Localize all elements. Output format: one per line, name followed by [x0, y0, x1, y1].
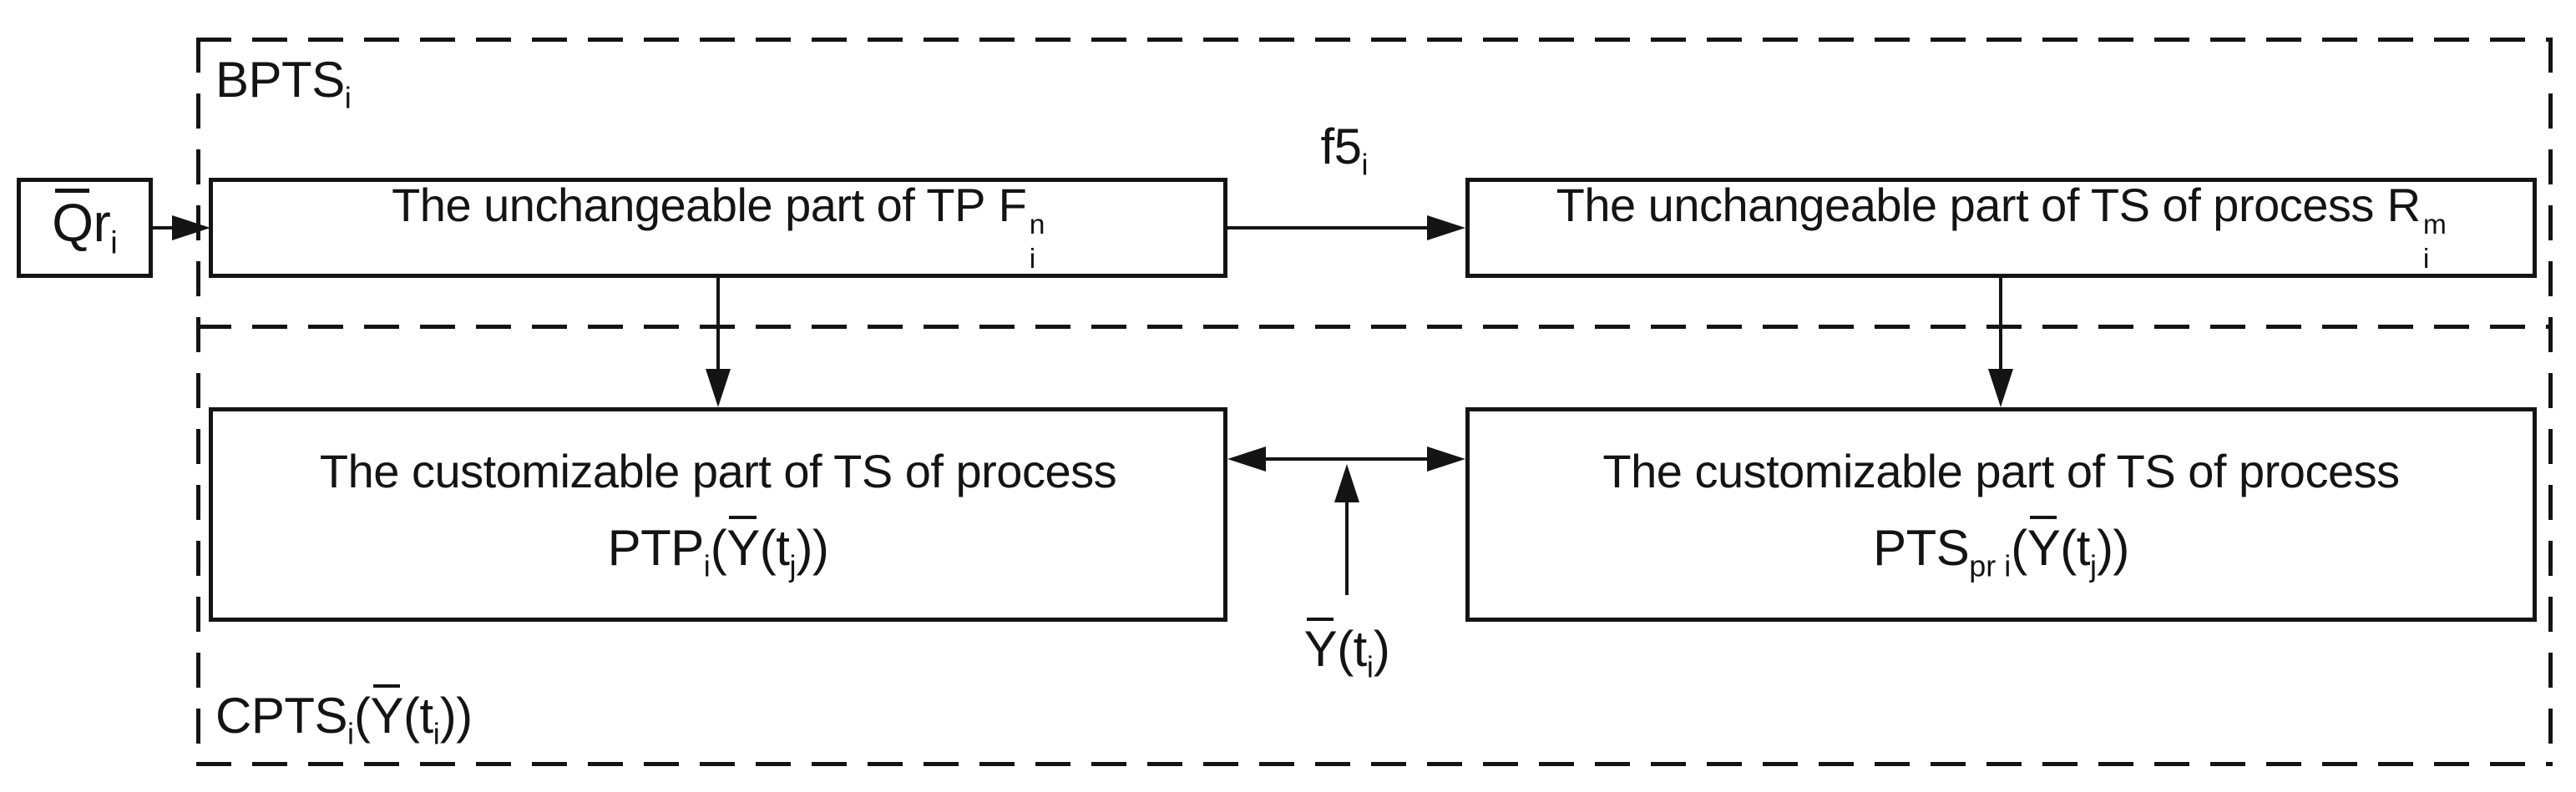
cpts-region-label: CPTSi(Y(ti)) — [215, 684, 473, 751]
box-text: The customizable part of TS of process — [1602, 444, 2400, 497]
region-divider-dashed-line — [196, 325, 2553, 329]
arrowhead-up — [1334, 464, 1359, 502]
y-edge-label: Y(ti) — [1303, 617, 1390, 684]
box-text: The customizable part of TS of process — [319, 444, 1117, 497]
symbol-ptp: PTP — [607, 519, 705, 576]
bpts-region-label: BPTSi — [215, 55, 352, 114]
superscript-n: n — [1029, 209, 1045, 241]
y-overbar: Y — [726, 516, 760, 576]
superscript-m: m — [2422, 209, 2447, 241]
y-overbar: Y — [1303, 617, 1338, 677]
symbol-r: R — [2386, 179, 2421, 232]
arrowhead-right — [172, 215, 210, 240]
box-text: The unchangeable part of TP — [392, 179, 985, 232]
region-border-right — [2548, 38, 2553, 766]
arrowhead-down — [706, 369, 731, 407]
arrowhead-down — [1988, 369, 2013, 407]
box-text: The unchangeable part of TS of process — [1556, 179, 2375, 232]
region-border-bottom — [196, 762, 2553, 766]
cpts-name: CPTS — [215, 688, 348, 744]
bpts-subscript: i — [344, 80, 352, 115]
arrowhead-right — [1427, 215, 1465, 240]
subscript-i: i — [1029, 244, 1035, 275]
box-customizable-ts: The customizable part of TS of process P… — [1465, 407, 2537, 622]
y-overbar: Y — [370, 684, 404, 744]
arrowhead-right — [1427, 446, 1465, 472]
arrowhead-left — [1227, 446, 1266, 472]
region-border-top — [196, 38, 2553, 42]
bpts-name: BPTS — [215, 52, 345, 108]
region-border-left — [196, 38, 200, 766]
f5-edge-label: f5i — [1320, 119, 1369, 182]
q-overbar: Q — [52, 189, 94, 253]
symbol-pts: PTS — [1873, 519, 1970, 576]
subscript-i: i — [2422, 244, 2429, 275]
box-customizable-tp: The customizable part of TS of process P… — [209, 407, 1227, 622]
input-box-qr: Qri — [17, 178, 153, 278]
symbol-f: F — [998, 179, 1027, 232]
cpts-subscript: i — [347, 716, 355, 751]
y-overbar: Y — [2027, 516, 2061, 576]
